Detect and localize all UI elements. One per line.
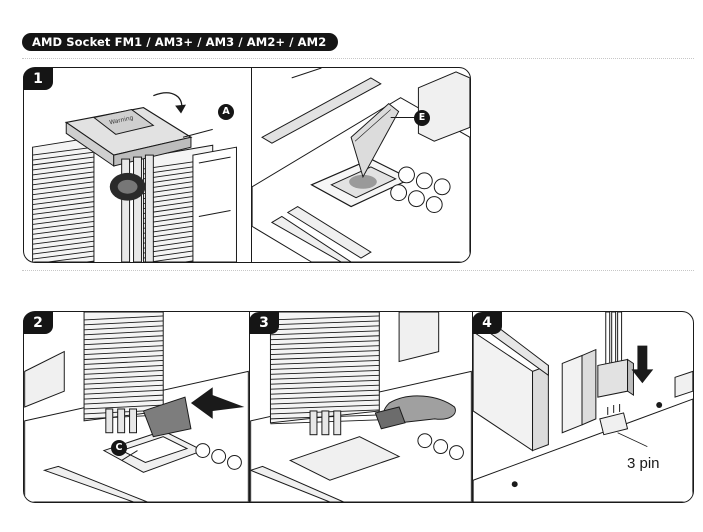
callout-c: C bbox=[111, 440, 127, 456]
heatsink-fin bbox=[44, 255, 95, 262]
socket-paste-illustration bbox=[252, 68, 470, 262]
heatsink-fin bbox=[84, 360, 164, 365]
heatsink-fin bbox=[32, 225, 95, 235]
step-number-1: 1 bbox=[23, 68, 53, 90]
step3-panel-lock-clip bbox=[249, 311, 472, 503]
separator-middle bbox=[22, 270, 694, 271]
heatsink-fin bbox=[84, 404, 164, 410]
heatsink-fin bbox=[84, 384, 164, 390]
heatsink-fin bbox=[270, 315, 380, 321]
heatsink-fin bbox=[32, 156, 95, 166]
heatsink-fin bbox=[32, 250, 95, 260]
heatsink-fin bbox=[270, 389, 380, 395]
heatsink-fin bbox=[270, 404, 380, 410]
heatsink-fin bbox=[32, 201, 95, 210]
svg-text:Warning: Warning bbox=[109, 114, 135, 126]
step4-panel-fan-connector bbox=[472, 311, 694, 503]
heatsink-fin bbox=[270, 394, 380, 400]
heatsink-fin bbox=[32, 211, 95, 220]
callout-a: A bbox=[218, 104, 234, 120]
heatsink-fin bbox=[270, 384, 380, 390]
heatsink-fin bbox=[270, 340, 380, 346]
heatsink-fin bbox=[270, 364, 380, 370]
heatsink-fin bbox=[270, 325, 380, 331]
heatsink-fin bbox=[32, 240, 95, 250]
heatsink-fin bbox=[32, 161, 95, 171]
heatsink-fin bbox=[84, 374, 164, 380]
heatsink-fin bbox=[84, 355, 164, 360]
heatsink-fin bbox=[270, 399, 380, 405]
clip-attach-illustration bbox=[24, 312, 249, 502]
heatsink-fin bbox=[84, 320, 164, 326]
heatsink-fin bbox=[270, 330, 380, 336]
heatsink-fin bbox=[84, 340, 164, 346]
heatsink-fin bbox=[32, 206, 95, 215]
clip-lock-illustration bbox=[250, 312, 472, 502]
heatsink-fin bbox=[84, 369, 164, 375]
heatsink-fin bbox=[32, 186, 95, 196]
section-title: AMD Socket FM1 / AM3+ / AM3 / AM2+ / AM2 bbox=[22, 33, 338, 51]
heatsink-fin bbox=[84, 399, 164, 405]
heatsink-fin bbox=[84, 350, 164, 355]
heatsink-fin bbox=[84, 345, 164, 351]
cooler-top-illustration: Warning bbox=[32, 92, 237, 262]
step2-panel-attach-clip bbox=[23, 311, 249, 503]
fan-connector-label: 3 pin bbox=[627, 455, 660, 472]
heatsink-fin bbox=[84, 394, 164, 400]
heatsink-fin bbox=[84, 389, 164, 395]
heatsink-fin bbox=[84, 335, 164, 341]
step-number-4: 4 bbox=[472, 312, 502, 334]
heatsink-fin bbox=[270, 350, 380, 355]
heatsink-fin bbox=[32, 196, 95, 206]
heatsink-fin bbox=[270, 379, 380, 385]
heatsink-fin bbox=[84, 379, 164, 385]
heatsink-fin bbox=[270, 360, 380, 365]
heatsink-fin bbox=[32, 151, 95, 161]
heatsink-fin bbox=[84, 325, 164, 331]
heatsink-fin bbox=[32, 146, 95, 156]
heatsink-fin bbox=[32, 216, 95, 225]
step-number-3: 3 bbox=[249, 312, 279, 334]
callout-e: E bbox=[414, 110, 430, 126]
heatsink-fin bbox=[270, 369, 380, 375]
heatsink-fin bbox=[270, 345, 380, 351]
heatsink-fin bbox=[84, 315, 164, 321]
heatsink-fin bbox=[270, 335, 380, 341]
heatsink-fin bbox=[84, 330, 164, 336]
heatsink-fin bbox=[32, 191, 95, 201]
fan-header-illustration bbox=[473, 312, 693, 502]
heatsink-fin bbox=[32, 171, 95, 181]
heatsink-fin bbox=[270, 320, 380, 326]
step-number-2: 2 bbox=[23, 312, 53, 334]
heatsink-fin bbox=[270, 355, 380, 360]
separator-top bbox=[22, 58, 694, 59]
heatsink-fin bbox=[84, 364, 164, 370]
heatsink-fin bbox=[32, 181, 95, 191]
heatsink-fin bbox=[32, 166, 95, 176]
heatsink-fin bbox=[32, 230, 95, 240]
step1-panel-cooler: Warning bbox=[23, 67, 251, 263]
heatsink-fin bbox=[270, 374, 380, 380]
heatsink-fin bbox=[32, 176, 95, 186]
heatsink-fin bbox=[32, 220, 95, 230]
step1-panel-thermal-paste bbox=[251, 67, 471, 263]
heatsink-fin bbox=[32, 235, 95, 245]
heatsink-fin bbox=[32, 245, 95, 255]
